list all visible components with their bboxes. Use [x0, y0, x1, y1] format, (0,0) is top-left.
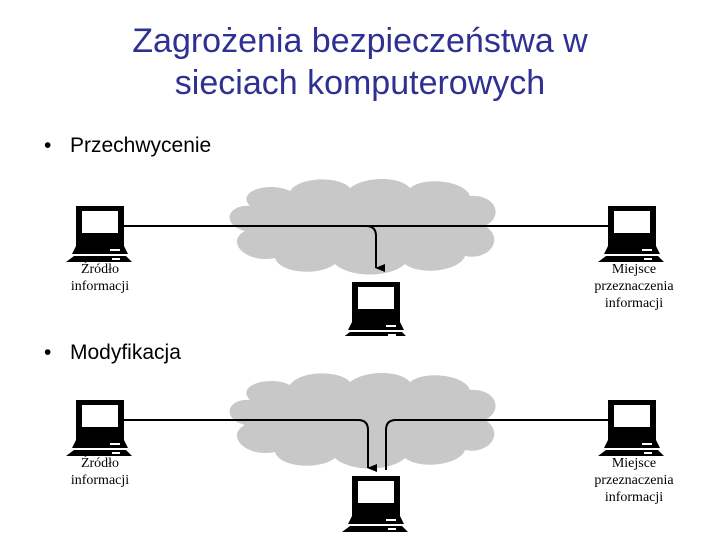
dest-label-line-2: przeznaczenia [594, 279, 674, 294]
interception-diagram: Źródło informacji Miejsce przeznaczenia … [66, 179, 674, 336]
source-label-line-2: informacji [71, 279, 129, 294]
source-label-line-2: informacji [71, 473, 129, 488]
destination-computer-icon [598, 206, 664, 262]
destination-computer-icon [598, 400, 664, 456]
outgoing-line [385, 419, 608, 470]
modification-diagram: Źródło informacji Miejsce przeznaczenia … [66, 373, 674, 532]
bullet-dot: • [44, 341, 52, 364]
bullet-label: Modyfikacja [70, 341, 181, 364]
dest-label-line-1: Miejsce [612, 456, 656, 471]
dest-label-line-3: informacji [605, 296, 663, 311]
bullet-interception: • Przechwycenie [44, 134, 211, 158]
slide-title: Zagrożenia bezpieczeństwa w sieciach kom… [40, 20, 680, 104]
title-line-2: sieciach komputerowych [174, 64, 546, 102]
interception-line [365, 225, 385, 272]
bullet-label: Przechwycenie [70, 134, 212, 157]
source-label-line-1: Źródło [81, 260, 119, 277]
source-computer-icon [66, 400, 132, 456]
bullet-dot: • [44, 134, 52, 157]
dest-label-line-2: przeznaczenia [594, 473, 674, 488]
title-line-1: Zagrożenia bezpieczeństwa w [132, 22, 588, 60]
dest-label-line-1: Miejsce [612, 262, 656, 277]
incoming-line [120, 419, 377, 472]
bullet-modification: • Modyfikacja [44, 341, 181, 365]
dest-label-line-3: informacji [605, 490, 663, 505]
source-label-line-1: Źródło [81, 454, 119, 471]
modifier-computer-icon [342, 476, 408, 532]
interceptor-computer-icon [342, 282, 408, 336]
source-computer-icon [66, 206, 132, 262]
